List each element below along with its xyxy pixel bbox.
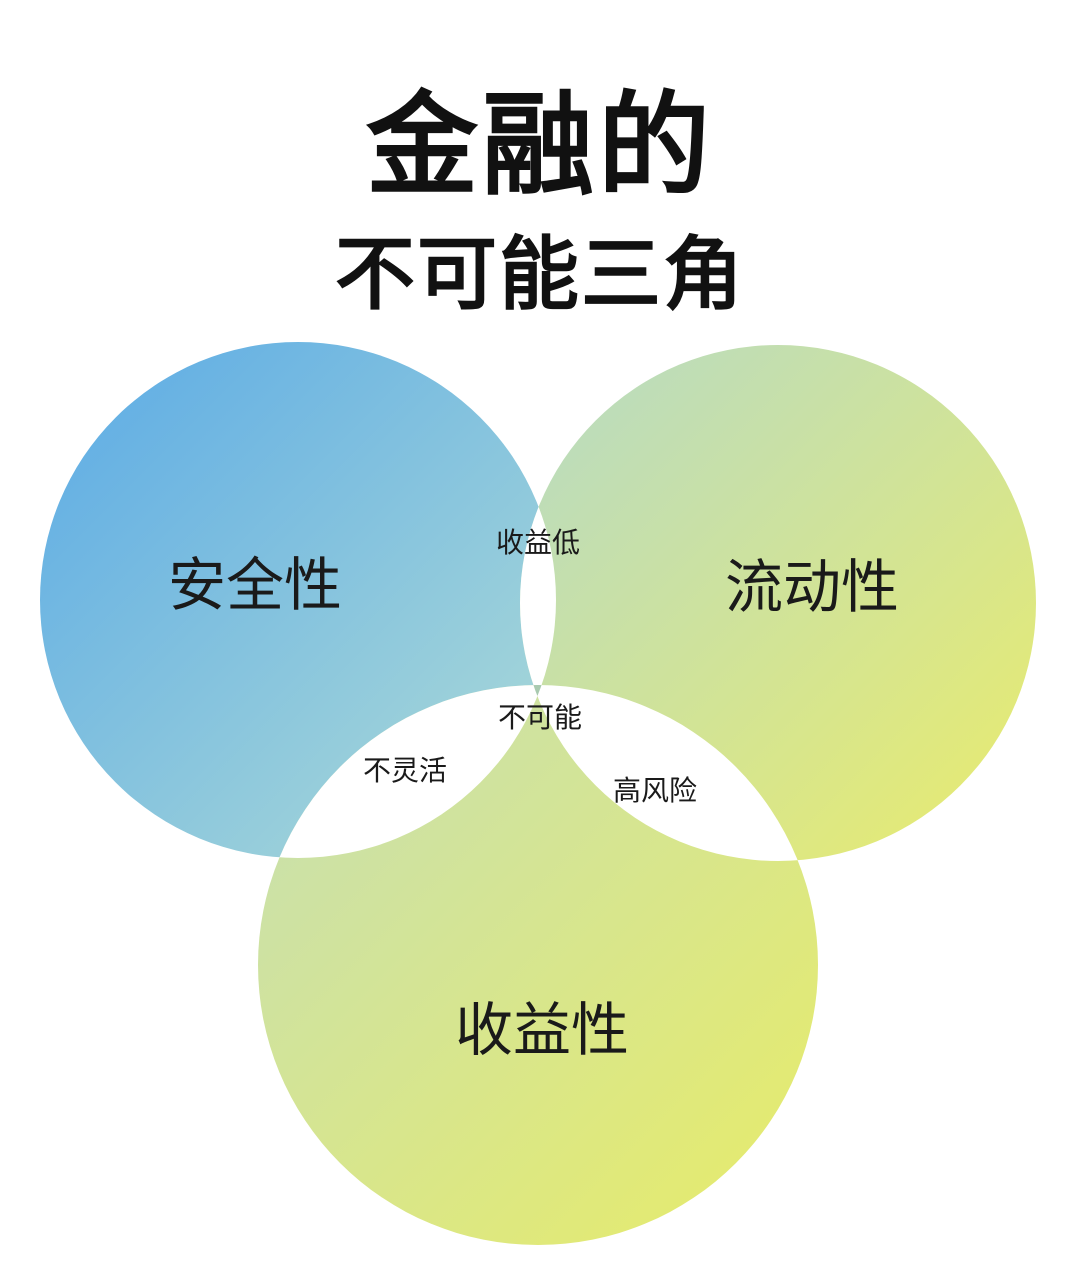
overlap-liquidity-returns: [520, 685, 818, 861]
label-liquidity: 流动性: [725, 553, 899, 621]
label-inflexible: 不灵活: [363, 754, 447, 787]
title-line-2: 不可能三角: [335, 228, 745, 321]
overlap-safety-returns: [258, 685, 556, 858]
label-impossible: 不可能: [498, 701, 582, 734]
label-low-returns: 收益低: [496, 526, 580, 559]
title-line-1: 金融的: [366, 81, 714, 211]
label-high-risk: 高风险: [613, 774, 697, 807]
label-returns: 收益性: [455, 996, 629, 1064]
label-safety: 安全性: [168, 551, 342, 619]
